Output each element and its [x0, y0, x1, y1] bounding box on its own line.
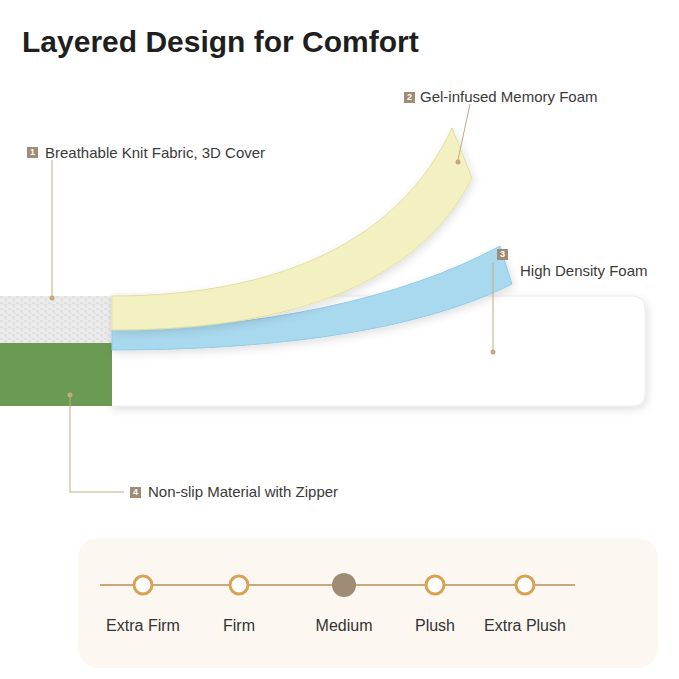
callout-number: 3 — [497, 249, 508, 260]
firmness-level: Firm — [223, 616, 255, 636]
firmness-scale: Extra Firm Firm Medium Plush Extra Plush — [78, 538, 658, 668]
callout-number: 1 — [27, 147, 38, 158]
callout-label: Gel-infused Memory Foam — [420, 88, 598, 106]
title: Layered Design for Comfort — [22, 24, 419, 60]
callout-label: High Density Foam — [520, 262, 648, 280]
leader-lines — [52, 104, 493, 492]
firmness-level: Extra Firm — [106, 616, 180, 636]
firmness-level: Medium — [316, 616, 373, 636]
scale-dots — [134, 573, 534, 597]
callout-label: Non-slip Material with Zipper — [148, 483, 338, 501]
firmness-level: Plush — [415, 616, 455, 636]
leader-dots — [50, 160, 496, 398]
callout-number: 4 — [130, 487, 141, 498]
scale-panel-ground — [78, 538, 658, 668]
callout-label: Breathable Knit Fabric, 3D Cover — [45, 144, 265, 162]
firmness-level: Extra Plush — [484, 616, 566, 636]
callout-number: 2 — [404, 92, 415, 103]
non-slip-base — [0, 343, 112, 406]
knit-cover — [0, 296, 112, 344]
